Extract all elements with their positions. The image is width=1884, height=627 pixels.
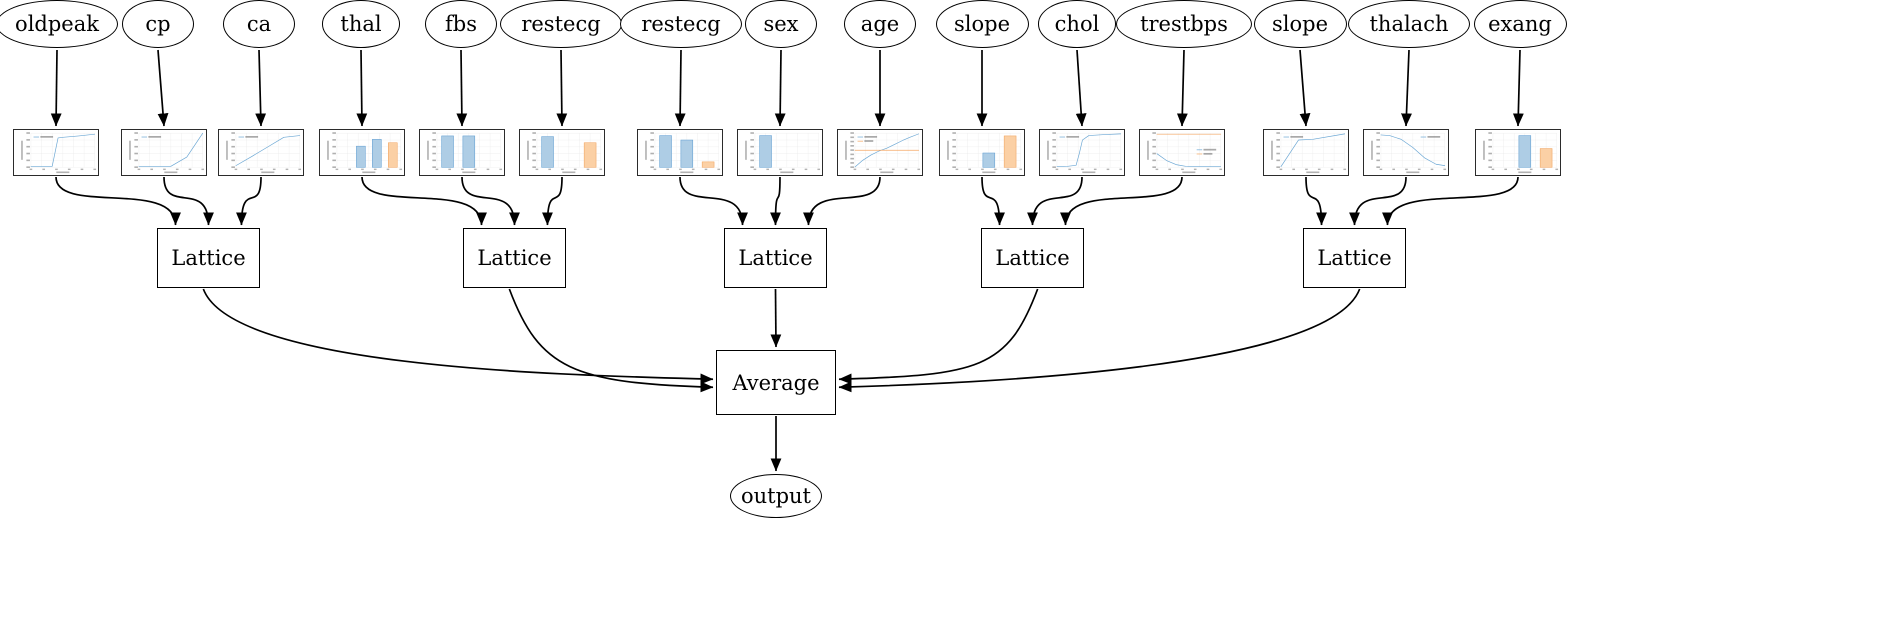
feature-node-restecg[interactable]: restecg [620,0,742,48]
feature-node-thalach[interactable]: thalach [1348,0,1470,48]
lattice-node-label: Lattice [1317,246,1392,270]
feature-node-trestbps[interactable]: trestbps [1116,0,1252,48]
lattice-node-label: Lattice [477,246,552,270]
calibrator-plot-ca-2[interactable] [218,129,304,176]
feature-node-label: restecg [521,12,601,36]
feature-node-exang[interactable]: exang [1473,0,1567,48]
feature-node-label: ca [246,12,272,36]
feature-node-label: age [860,12,900,36]
lattice-node-label: Lattice [171,246,246,270]
feature-node-label: trestbps [1140,12,1228,36]
feature-node-slope[interactable]: slope [1253,0,1347,48]
output-node[interactable]: output [730,474,822,518]
feature-node-label: oldpeak [15,12,99,36]
calibrator-plot-exang-14[interactable] [1475,129,1561,176]
feature-node-slope[interactable]: slope [935,0,1029,48]
feature-node-label: cp [145,12,171,36]
average-node[interactable]: Average [716,350,836,415]
calibrator-plot-slope-9[interactable] [939,129,1025,176]
feature-node-label: thalach [1369,12,1449,36]
feature-node-cp[interactable]: cp [122,0,194,48]
feature-node-age[interactable]: age [844,0,916,48]
lattice-node-4[interactable]: Lattice [1303,228,1406,288]
lattice-node-3[interactable]: Lattice [981,228,1084,288]
feature-node-label: slope [1271,12,1328,36]
calibrator-plot-slope-12[interactable] [1263,129,1349,176]
lattice-node-1[interactable]: Lattice [463,228,566,288]
calibrator-plot-thalach-13[interactable] [1363,129,1449,176]
feature-node-label: thal [340,12,382,36]
calibrator-plot-chol-10[interactable] [1039,129,1125,176]
lattice-node-2[interactable]: Lattice [724,228,827,288]
feature-node-ca[interactable]: ca [223,0,295,48]
calibrator-plot-fbs-4[interactable] [419,129,505,176]
feature-node-fbs[interactable]: fbs [425,0,497,48]
output-node-label: output [740,484,811,508]
calibrator-plot-restecg-5[interactable] [519,129,605,176]
lattice-node-0[interactable]: Lattice [157,228,260,288]
lattice-node-label: Lattice [995,246,1070,270]
feature-node-oldpeak[interactable]: oldpeak [0,0,118,48]
feature-node-label: exang [1488,12,1552,36]
lattice-node-label: Lattice [738,246,813,270]
calibrator-plot-age-8[interactable] [837,129,923,176]
feature-node-thal[interactable]: thal [321,0,401,48]
feature-node-label: sex [763,12,799,36]
feature-node-label: chol [1054,12,1100,36]
calibrator-plot-thal-3[interactable] [319,129,405,176]
average-node-label: Average [732,370,820,395]
feature-node-chol[interactable]: chol [1037,0,1117,48]
calibrator-plot-restecg-6[interactable] [637,129,723,176]
calibrator-plot-sex-7[interactable] [737,129,823,176]
calibrator-plot-oldpeak-0[interactable] [13,129,99,176]
calibrator-plot-trestbps-11[interactable] [1139,129,1225,176]
feature-node-label: slope [953,12,1010,36]
calibrator-plot-cp-1[interactable] [121,129,207,176]
feature-node-label: fbs [445,12,477,36]
feature-node-restecg[interactable]: restecg [500,0,622,48]
feature-node-label: restecg [641,12,721,36]
feature-node-sex[interactable]: sex [745,0,817,48]
